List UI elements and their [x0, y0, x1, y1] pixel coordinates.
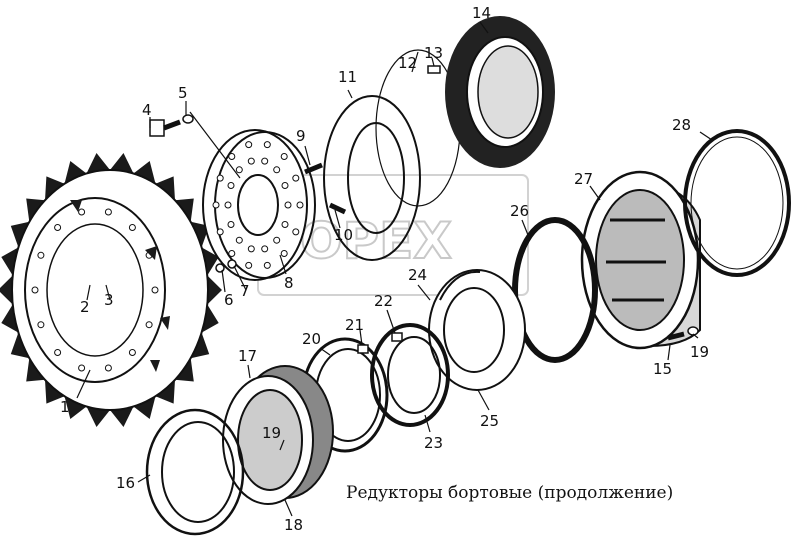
- bolt-15: [667, 326, 699, 341]
- flange-plate-part: [202, 129, 316, 281]
- diagram-caption: Редукторы бортовые (продолжение): [346, 483, 673, 503]
- callout-1: 1: [60, 398, 70, 416]
- callout-3: 3: [104, 291, 114, 309]
- callout-13: 13: [424, 44, 443, 62]
- watermark: OPEX: [257, 174, 529, 296]
- callout-11: 11: [338, 68, 357, 86]
- seal-part: [370, 323, 450, 427]
- callout-9: 9: [296, 127, 306, 145]
- callout-16: 16: [116, 474, 135, 492]
- callout-4: 4: [142, 101, 152, 119]
- callout-15: 15: [653, 360, 672, 378]
- large-gasket-part: [683, 129, 791, 277]
- bearing-hub-part: [222, 365, 334, 505]
- callout-10: 10: [334, 226, 353, 244]
- callout-27: 27: [574, 170, 593, 188]
- callout-19b: 19: [690, 343, 709, 361]
- watermark-text: OPEX: [300, 212, 452, 270]
- pin-10: [328, 202, 347, 215]
- callout-26: 26: [510, 202, 529, 220]
- callout-17: 17: [238, 347, 257, 365]
- callout-6: 6: [224, 291, 234, 309]
- callout-25: 25: [480, 412, 499, 430]
- ring-gear-part: [445, 16, 555, 168]
- gasket-ring-part: [512, 217, 598, 363]
- callout-2: 2: [80, 298, 90, 316]
- callout-labels: 1 2 3 4 5 6 7 8 9 10 11 12 13 14 15 16 1…: [60, 4, 709, 534]
- bolt-9: [304, 162, 323, 175]
- callout-5: 5: [178, 84, 188, 102]
- sprocket-part: [0, 153, 222, 427]
- callout-22: 22: [374, 292, 393, 310]
- flat-gasket-part: [145, 408, 245, 536]
- cover-ring-part: [428, 269, 526, 391]
- callout-12: 12: [398, 54, 417, 72]
- callout-19a: 19: [262, 424, 281, 442]
- leader-lines: [76, 21, 713, 517]
- parts-21-22: [357, 332, 403, 354]
- callout-14: 14: [472, 4, 491, 22]
- callout-24: 24: [408, 266, 427, 284]
- callout-21: 21: [345, 316, 364, 334]
- pin-13: [427, 65, 441, 74]
- callout-18: 18: [284, 516, 303, 534]
- bolt-4: [149, 114, 194, 137]
- callout-20: 20: [302, 330, 321, 348]
- callout-28: 28: [672, 116, 691, 134]
- callout-7: 7: [240, 282, 250, 300]
- callout-8: 8: [284, 274, 294, 292]
- callout-23: 23: [424, 434, 443, 452]
- housing-drum-part: [580, 170, 701, 350]
